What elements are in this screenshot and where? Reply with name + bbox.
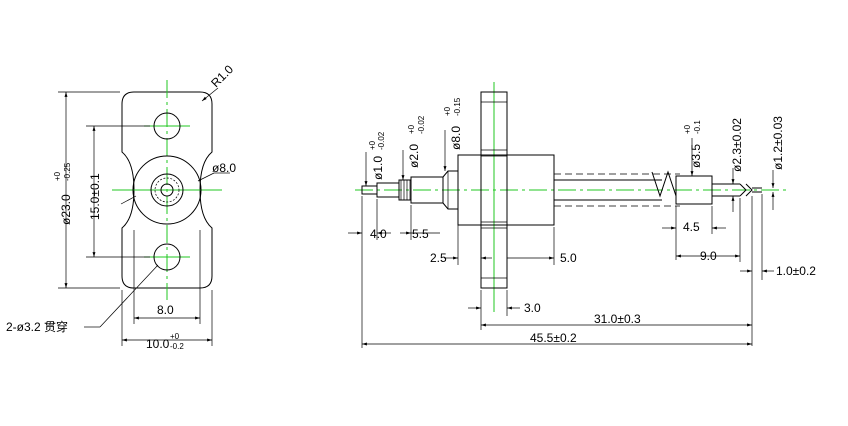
end-journal	[675, 175, 713, 205]
svg-text:+0: +0	[443, 106, 452, 116]
central-bore-outer	[132, 155, 202, 225]
svg-text:+0: +0	[683, 124, 692, 134]
dim-hole-spacing: 15.0±0.1	[88, 173, 102, 220]
side-view: ø1.0 +0 -0.02 ø2.0 +0 -0.02 ø8.0 +0 -0.1…	[348, 82, 816, 348]
dim-len-5-0: 5.0	[560, 251, 577, 265]
dim-len-1-0: 1.0±0.2	[776, 264, 816, 278]
svg-text:-0.25: -0.25	[63, 162, 72, 181]
dim-len-9-0: 9.0	[700, 249, 717, 263]
dim-len-3-0: 3.0	[524, 301, 541, 315]
bearing-housing	[457, 154, 555, 226]
dim-height: ø23.0	[59, 194, 73, 225]
svg-text:+0: +0	[368, 140, 377, 150]
central-bore-knurl	[154, 177, 180, 203]
dim-radius: R1.0	[208, 62, 236, 90]
dim-len-31: 31.0±0.3	[594, 312, 641, 326]
dim-mount-holes: 2-ø3.2 贯穿	[6, 319, 68, 334]
mount-hole-top	[153, 112, 181, 140]
dim-d4: ø3.5	[689, 144, 703, 168]
svg-text:+0: +0	[407, 124, 416, 134]
dim-len-5-5: 5.5	[412, 227, 429, 241]
dim-len-2-5: 2.5	[430, 251, 447, 265]
front-view: R1.0 ø23.0 +0 -0.25 15.0±0.1 ø8.0 8.0 10…	[6, 62, 236, 351]
flange-body	[480, 91, 508, 289]
dim-len-4: 4.0	[370, 227, 387, 241]
break-end	[739, 183, 753, 197]
dim-outer-width: 10.0	[146, 337, 170, 351]
dim-d2: ø2.0	[407, 144, 421, 168]
svg-text:-0.1: -0.1	[693, 120, 702, 134]
central-bore-inner	[150, 173, 184, 207]
dim-d5: ø2.3±0.02	[730, 118, 744, 172]
dim-inner-width: 8.0	[157, 303, 174, 317]
svg-text:-0.02: -0.02	[377, 131, 386, 150]
dim-d3: ø8.0	[449, 126, 463, 150]
dim-len-45-5: 45.5±0.2	[530, 331, 577, 345]
break-mark	[651, 170, 677, 198]
mount-hole-bottom	[153, 243, 181, 271]
svg-text:+0: +0	[53, 171, 62, 181]
dim-bore: ø8.0	[212, 161, 236, 175]
dim-d6: ø1.2±0.03	[771, 116, 785, 170]
dim-len-4-5: 4.5	[683, 220, 700, 234]
svg-text:-0.2: -0.2	[170, 342, 184, 351]
dim-d1: ø1.0	[371, 156, 385, 180]
svg-text:-0.15: -0.15	[453, 97, 462, 116]
central-pin	[160, 183, 174, 197]
shaft-step	[410, 176, 444, 204]
svg-text:+0: +0	[170, 332, 180, 341]
svg-text:-0.02: -0.02	[417, 115, 426, 134]
